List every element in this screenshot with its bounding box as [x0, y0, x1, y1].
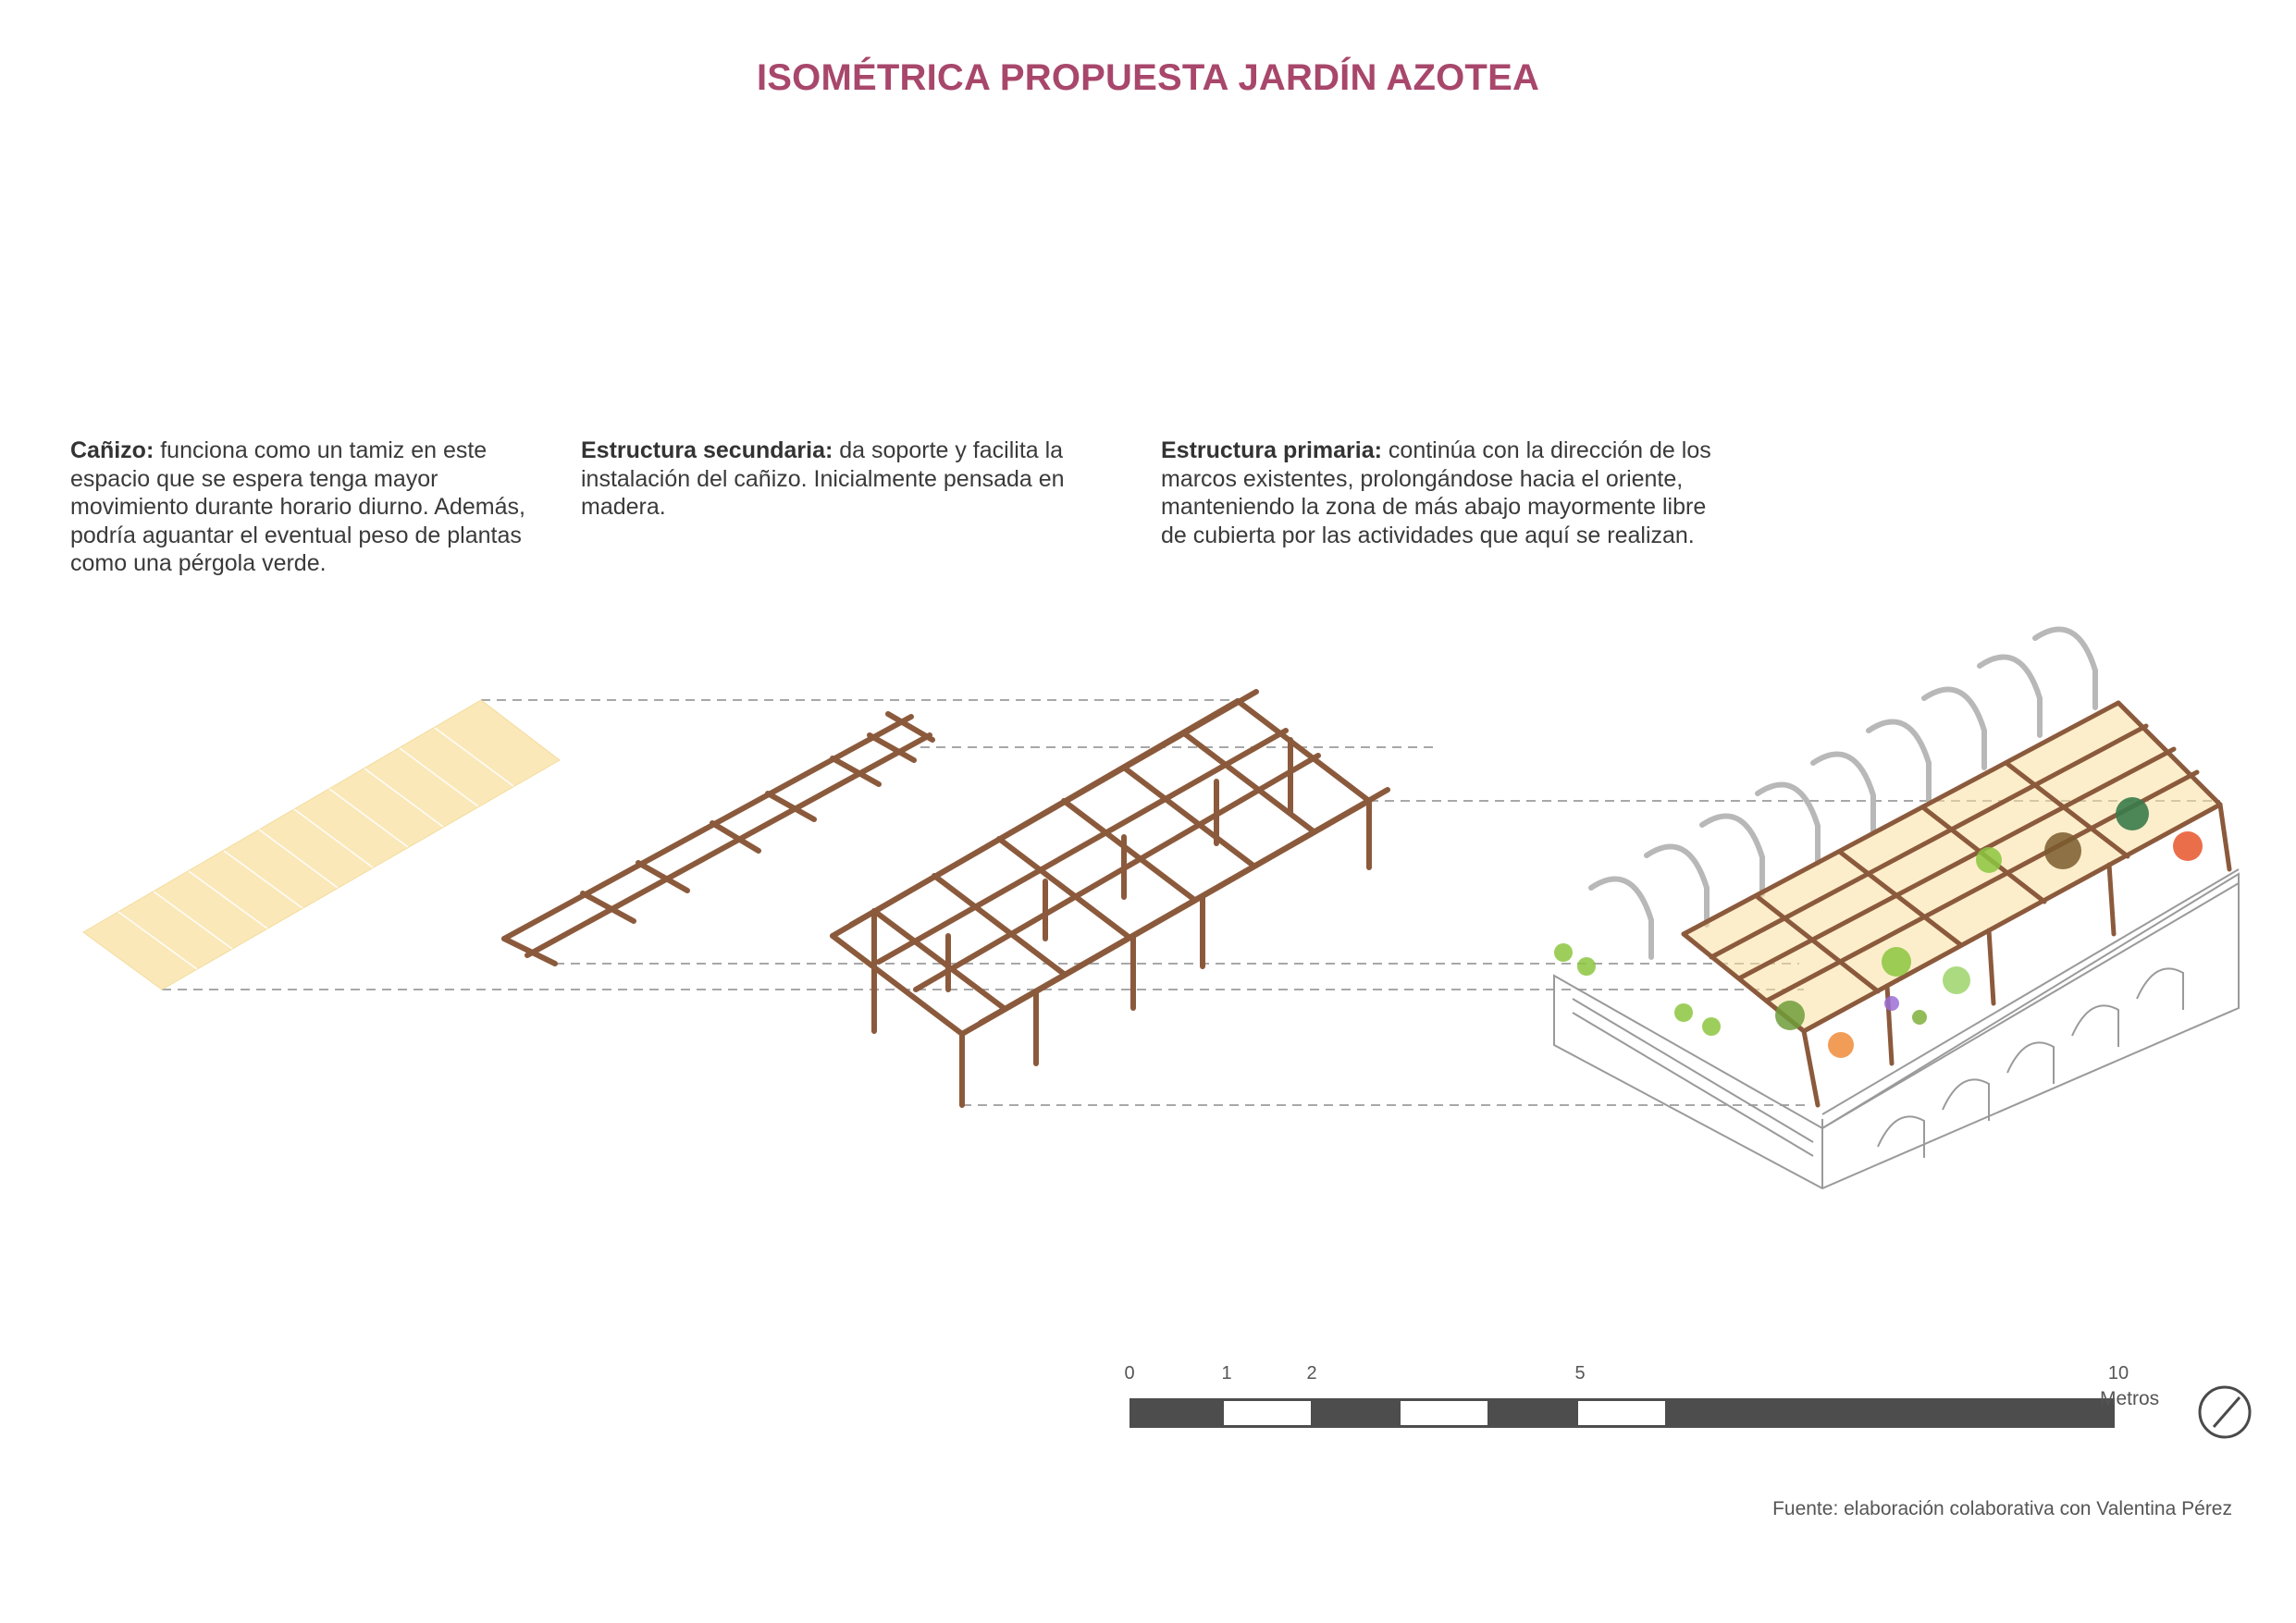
description-canizo: Cañizo: funciona como un tamiz en este e…	[70, 436, 561, 578]
scale-tick-1: 1	[1221, 1363, 1232, 1383]
description-canizo-heading: Cañizo:	[70, 437, 154, 463]
scale-tick-10: 10	[2107, 1363, 2129, 1383]
source-caption: Fuente: elaboración colaborativa con Val…	[1772, 1498, 2232, 1519]
description-estructura-primaria: Estructura primaria: continúa con la dir…	[1161, 436, 1734, 549]
north-arrow-icon	[2198, 1385, 2252, 1439]
description-primaria-heading: Estructura primaria:	[1161, 437, 1382, 463]
canizo-layer	[82, 699, 561, 990]
description-secundaria-text: da soporte y facilita la instalación del…	[581, 437, 1065, 520]
scale-bar	[1129, 1398, 2115, 1428]
scale-tick-5: 5	[1574, 1363, 1586, 1383]
building-rooftop-garden	[1553, 626, 2240, 1190]
secondary-structure	[501, 711, 935, 966]
scale-tick-2: 2	[1306, 1363, 1317, 1383]
description-primaria-text: continúa con la dirección de los marcos …	[1161, 437, 1711, 548]
scale-tick-0: 0	[1124, 1363, 1135, 1383]
description-estructura-secundaria: Estructura secundaria: da soporte y faci…	[581, 436, 1145, 522]
description-secundaria-heading: Estructura secundaria:	[581, 437, 833, 463]
description-canizo-text: funciona como un tamiz en este espacio q…	[70, 437, 525, 576]
scale-unit-label: Metros	[2100, 1388, 2160, 1409]
primary-structure	[830, 689, 1390, 1108]
plants	[1554, 797, 2203, 1058]
page-title: ISOMÉTRICA PROPUESTA JARDÍN AZOTEA	[756, 57, 1540, 98]
